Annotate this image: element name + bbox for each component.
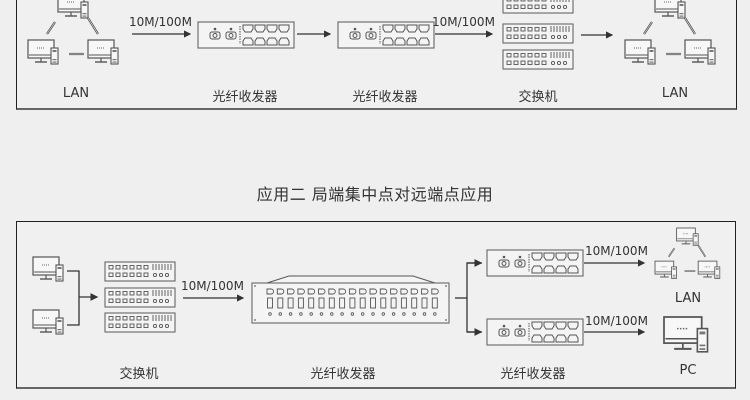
fiber-transceiver-4: [486, 318, 584, 346]
node-label-lan-left: LAN: [62, 86, 90, 101]
rack-port: [328, 288, 336, 316]
switch-stack-1: [502, 0, 574, 70]
link-speed-label: 10M/100M: [585, 314, 648, 328]
fiber-transceiver-1: [197, 21, 295, 49]
link-speed-label: 10M/100M: [129, 15, 192, 29]
node-label-transceiver-rack: 光纤收发器: [310, 367, 376, 382]
node-label-switch: 交换机: [119, 367, 159, 382]
rack-port: [266, 288, 274, 316]
rack-port: [410, 288, 419, 316]
rack-port: [307, 288, 316, 316]
node-label-transceiver-2: 光纤收发器: [352, 90, 418, 105]
splitter-connector: [455, 259, 483, 336]
rack-port: [369, 288, 377, 316]
node-label-transceiver-1: 光纤收发器: [212, 90, 278, 105]
node-label-pc: PC: [679, 363, 697, 378]
rack-port: [431, 288, 439, 316]
rack-port: [390, 288, 398, 316]
link-arrow: [584, 259, 646, 336]
lan-cluster-right: [625, 0, 715, 64]
fiber-transceiver-2: [337, 21, 435, 49]
link-speed-label: 10M/100M: [432, 15, 495, 29]
rack-port: [359, 288, 367, 316]
rack-port: [400, 288, 408, 316]
node-label-switch: 交换机: [518, 90, 558, 105]
node-label-lan-right: LAN: [661, 86, 689, 101]
lan-cluster-left: [28, 0, 118, 64]
rack-port: [318, 288, 326, 316]
pc-merge-connector: [67, 270, 99, 326]
rack-port: [348, 288, 357, 316]
section-title: 应用二 局端集中点对远端点应用: [256, 185, 494, 204]
switch-stack-2: [104, 261, 176, 333]
node-label-lan: LAN: [674, 291, 702, 306]
application-one-panel: [16, 0, 737, 110]
link-speed-label: 10M/100M: [181, 279, 244, 293]
pc-left-bottom: [32, 309, 64, 335]
pc-left-top: [32, 256, 64, 282]
rack-port: [276, 288, 285, 316]
rack-port: [297, 288, 305, 316]
rack-fiber-transceiver: [251, 275, 450, 324]
rack-port: [421, 288, 429, 316]
node-label-transceiver-remote: 光纤收发器: [500, 367, 566, 382]
lan-cluster-remote: [655, 228, 720, 278]
link-speed-label: 10M/100M: [585, 244, 648, 258]
rack-port: [287, 288, 295, 316]
fiber-transceiver-3: [486, 249, 584, 277]
pc-remote: [662, 315, 709, 353]
rack-port: [379, 288, 388, 316]
rack-port: [338, 288, 347, 316]
